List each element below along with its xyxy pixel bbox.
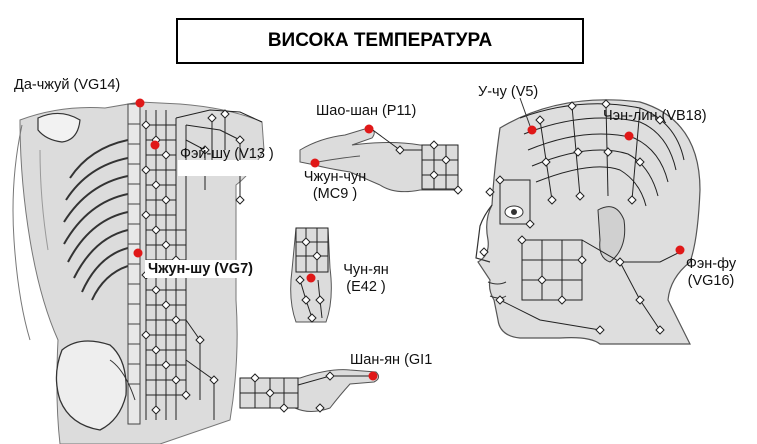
back-figure — [12, 98, 298, 444]
label-chong-yang-name: Чун-ян — [343, 262, 389, 278]
label-wu-chu: У-чу (V5) — [478, 84, 539, 100]
foot-figure — [290, 227, 332, 323]
point-feng-fu — [675, 245, 685, 255]
label-da-zhui: Да-чжуй (VG14) — [14, 77, 121, 93]
label-cheng-ling: Чэн-лин (VB18) — [603, 108, 707, 124]
label-zhong-chong-code: (MC9 ) — [312, 186, 358, 202]
head-figure — [475, 97, 701, 345]
label-chong-yang-code: (E42 ) — [346, 279, 386, 295]
hand-bottom-figure — [239, 369, 380, 413]
point-zhong-chong — [310, 158, 320, 168]
point-wu-chu — [527, 125, 537, 135]
title-box: ВИСОКА ТЕМПЕРАТУРА — [176, 18, 584, 64]
label-feng-fu: Фэн-фу (VG16) — [678, 256, 744, 290]
point-shang-yang — [368, 371, 378, 381]
point-cheng-ling — [624, 131, 634, 141]
label-feng-fu-name: Фэн-фу — [685, 256, 737, 272]
point-shao-shang — [364, 124, 374, 134]
label-zhong-shu: Чжун-шу (VG7) — [148, 261, 253, 277]
label-shang-yang: Шан-ян (GI1 — [350, 352, 433, 368]
label-feng-fu-code: (VG16) — [687, 273, 735, 289]
label-chong-yang: Чун-ян (E42 ) — [333, 262, 399, 296]
label-shao-shang: Шао-шан (P11) — [316, 103, 417, 119]
hand-top-figure — [299, 124, 463, 195]
point-fei-shu — [150, 140, 160, 150]
point-zhong-shu — [133, 248, 143, 258]
point-chong-yang — [306, 273, 316, 283]
point-da-zhui — [135, 98, 145, 108]
label-zhong-chong-name: Чжун-чун — [303, 169, 367, 185]
label-zhong-chong: Чжун-чун (MC9 ) — [290, 169, 380, 203]
title-text: ВИСОКА ТЕМПЕРАТУРА — [267, 30, 493, 51]
label-fei-shu: Фэй-шу (V13 ) — [180, 146, 274, 162]
